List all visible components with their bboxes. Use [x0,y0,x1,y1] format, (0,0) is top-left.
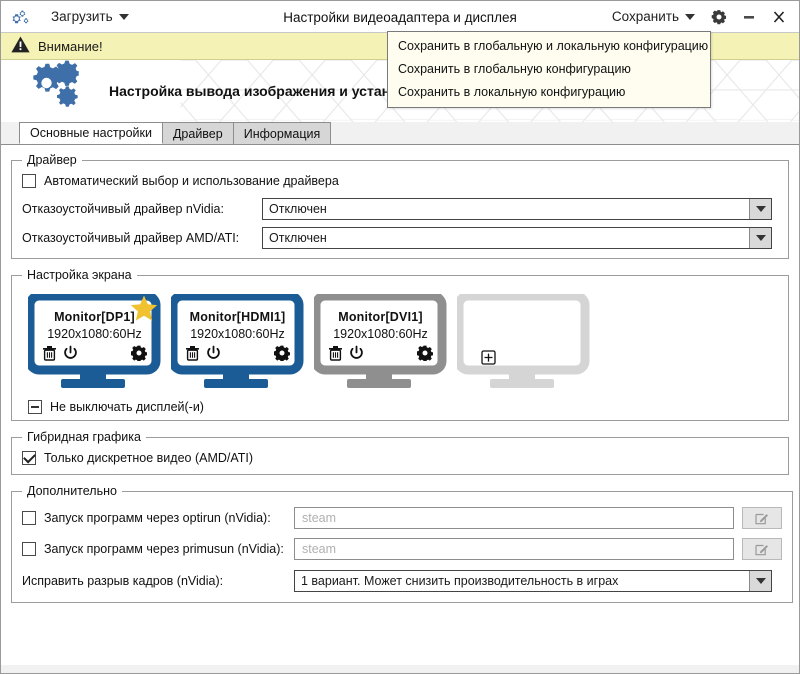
monitor-actions [328,345,433,361]
monitor-card-empty-slot[interactable] [457,294,590,390]
titlebar-actions: Сохранить [604,4,793,30]
trash-icon[interactable] [185,345,200,361]
screen-group: Настройка экрана Monitor[D [11,268,789,421]
amd-fallback-value: Отключен [269,231,327,245]
discrete-only-checkbox[interactable] [22,451,36,465]
chevron-down-icon[interactable] [749,571,771,591]
primusrun-input[interactable]: steam [294,538,734,560]
menu-item-save-global-local[interactable]: Сохранить в глобальную и локальную конфи… [398,39,709,53]
optirun-edit-button[interactable] [742,507,782,529]
auto-driver-label: Автоматический выбор и использование дра… [44,174,339,188]
power-icon[interactable] [63,345,78,361]
optirun-label: Запуск программ через optirun (nVidia): [44,511,271,525]
monitor-name: Monitor[DVI1] [338,310,423,324]
discrete-only-label: Только дискретное видео (AMD/ATI) [44,451,254,465]
chevron-down-icon[interactable] [749,228,771,248]
tab-main-settings[interactable]: Основные настройки [19,122,163,144]
primusrun-label: Запуск программ через primusun (nVidia): [44,542,284,556]
tab-driver[interactable]: Драйвер [161,122,234,144]
power-icon[interactable] [206,345,221,361]
warning-triangle-icon [11,36,30,56]
primusrun-row: Запуск программ через primusun (nVidia):… [22,538,782,560]
gear-icon[interactable] [417,345,433,361]
menu-item-save-global[interactable]: Сохранить в глобальную конфигурацию [398,62,631,76]
warning-text: Внимание! [38,38,103,54]
gear-icon[interactable] [131,345,147,361]
amd-fallback-combobox[interactable]: Отключен [262,227,772,249]
optirun-checkbox[interactable] [22,511,36,525]
additional-group: Дополнительно Запуск программ через opti… [11,484,793,603]
title-bar: Загрузить Настройки видеоадаптера и дисп… [1,1,799,33]
minimize-button[interactable] [735,4,763,30]
load-button[interactable]: Загрузить [43,6,137,27]
discrete-only-row[interactable]: Только дискретное видео (AMD/ATI) [22,451,778,465]
tab-information[interactable]: Информация [232,122,332,144]
hybrid-graphics-legend: Гибридная графика [27,430,141,444]
menu-item-save-local[interactable]: Сохранить в локальную конфигурацию [398,85,626,99]
plus-box-icon[interactable] [481,350,496,365]
primary-star-icon [129,294,159,324]
settings-gear-button[interactable] [705,4,733,30]
amd-fallback-label: Отказоустойчивый драйвер AMD/ATI: [22,231,240,245]
tearfix-label: Исправить разрыв кадров (nVidia): [22,574,224,588]
optirun-row: Запуск программ через optirun (nVidia): … [22,507,782,529]
monitor-list: Monitor[DP1] 1920x1080:60Hz [22,294,778,390]
chevron-down-icon[interactable] [749,199,771,219]
monitor-resolution: 1920x1080:60Hz [190,327,285,341]
optirun-input[interactable]: steam [294,507,734,529]
app-gears-icon [11,6,37,28]
auto-driver-checkbox[interactable] [22,174,36,188]
monitor-name: Monitor[DP1] [54,310,135,324]
nvidia-fallback-value: Отключен [269,202,327,216]
driver-group: Драйвер Автоматический выбор и использов… [11,153,789,259]
nvidia-fallback-combobox[interactable]: Отключен [262,198,772,220]
amd-fallback-row: Отказоустойчивый драйвер AMD/ATI: Отключ… [22,227,778,249]
monitor-actions [42,345,147,361]
monitor-info-hdmi1: Monitor[HDMI1] 1920x1080:60Hz [185,310,290,361]
additional-group-legend: Дополнительно [27,484,117,498]
primusrun-checkbox[interactable] [22,542,36,556]
auto-driver-row[interactable]: Автоматический выбор и использование дра… [22,174,778,188]
power-icon[interactable] [349,345,364,361]
save-dropdown-menu[interactable]: Сохранить в глобальную и локальную конфи… [387,31,711,108]
banner-gears-icon [17,60,103,122]
trash-icon[interactable] [328,345,343,361]
monitor-card-dp1[interactable]: Monitor[DP1] 1920x1080:60Hz [28,294,161,390]
load-button-label: Загрузить [51,9,113,24]
chevron-down-icon [685,13,695,20]
keep-displays-on-row[interactable]: Не выключать дисплей(-и) [28,400,778,414]
nvidia-fallback-label: Отказоустойчивый драйвер nVidia: [22,202,224,216]
monitor-resolution: 1920x1080:60Hz [333,327,428,341]
tab-content-main-settings: Драйвер Автоматический выбор и использов… [1,144,799,665]
screen-group-legend: Настройка экрана [27,268,132,282]
monitor-card-hdmi1[interactable]: Monitor[HDMI1] 1920x1080:60Hz [171,294,304,390]
driver-group-legend: Драйвер [27,153,77,167]
nvidia-fallback-row: Отказоустойчивый драйвер nVidia: Отключе… [22,198,778,220]
chevron-down-icon [118,13,129,20]
gear-icon[interactable] [274,345,290,361]
tearfix-value: 1 вариант. Может снизить производительно… [301,574,619,588]
tearfix-combobox[interactable]: 1 вариант. Может снизить производительно… [294,570,772,592]
trash-icon[interactable] [42,345,57,361]
hybrid-graphics-group: Гибридная графика Только дискретное виде… [11,430,789,475]
monitor-name: Monitor[HDMI1] [189,310,286,324]
save-button-label: Сохранить [611,9,679,24]
primusrun-edit-button[interactable] [742,538,782,560]
keep-displays-on-label: Не выключать дисплей(-и) [50,400,204,414]
tearfix-row: Исправить разрыв кадров (nVidia): 1 вари… [22,570,782,592]
keep-displays-on-checkbox[interactable] [28,400,42,414]
monitor-card-dvi1[interactable]: Monitor[DVI1] 1920x1080:60Hz [314,294,447,390]
monitor-resolution: 1920x1080:60Hz [47,327,142,341]
monitor-info-dp1: Monitor[DP1] 1920x1080:60Hz [42,310,147,361]
monitor-actions [185,345,290,361]
close-button[interactable] [765,4,793,30]
tab-bar: Основные настройки Драйвер Информация [1,122,799,144]
monitor-info-dvi1: Monitor[DVI1] 1920x1080:60Hz [328,310,433,361]
save-button[interactable]: Сохранить [604,6,703,27]
